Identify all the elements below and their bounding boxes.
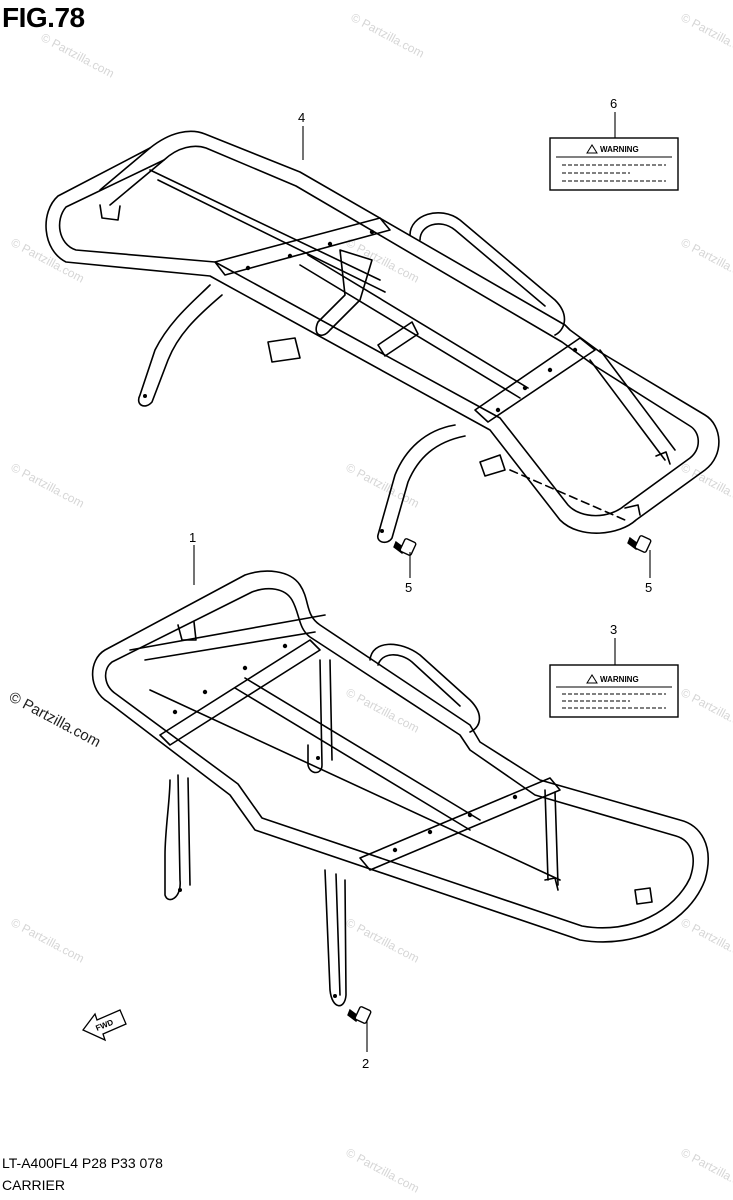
callout-part-5-left[interactable]: 5 bbox=[405, 580, 412, 595]
callout-part-2[interactable]: 2 bbox=[362, 1056, 369, 1071]
watermark: © Partzilla.com bbox=[679, 235, 733, 285]
watermark: © Partzilla.com bbox=[344, 460, 422, 510]
watermark: © Partzilla.com bbox=[6, 689, 103, 751]
watermark: © Partzilla.com bbox=[679, 10, 733, 60]
footer-model-line: LT-A400FL4 P28 P33 078 bbox=[2, 1155, 163, 1171]
bolt-part-5-right[interactable] bbox=[627, 535, 652, 553]
bolt-part-5-left[interactable] bbox=[393, 538, 417, 556]
watermark: © Partzilla.com bbox=[679, 460, 733, 510]
callout-part-5-right[interactable]: 5 bbox=[645, 580, 652, 595]
bolt-part-2[interactable] bbox=[347, 1006, 372, 1024]
watermark: © Partzilla.com bbox=[349, 10, 427, 60]
warning-label-text: WARNING bbox=[600, 675, 639, 684]
watermark: © Partzilla.com bbox=[679, 915, 733, 965]
callout-part-6[interactable]: 6 bbox=[610, 96, 617, 111]
watermark: © Partzilla.com bbox=[679, 1145, 733, 1195]
watermark: © Partzilla.com bbox=[679, 685, 733, 735]
callout-part-1[interactable]: 1 bbox=[189, 530, 196, 545]
warning-label-text: WARNING bbox=[600, 145, 639, 154]
watermark: © Partzilla.com bbox=[39, 30, 117, 80]
warning-label-part-6[interactable]: WARNING bbox=[549, 137, 679, 191]
fig-title: FIG.78 bbox=[2, 2, 85, 33]
front-carrier-part-1[interactable] bbox=[91, 570, 709, 1007]
carrier-4-bolt-holes bbox=[143, 229, 578, 533]
watermark: © Partzilla.com bbox=[9, 915, 87, 965]
carrier-1-bolt-holes bbox=[172, 643, 518, 998]
fwd-arrow-icon: FWD bbox=[81, 1009, 127, 1042]
rear-carrier-part-4[interactable] bbox=[45, 130, 720, 544]
watermark: © Partzilla.com bbox=[9, 235, 87, 285]
watermark: © Partzilla.com bbox=[9, 460, 87, 510]
watermark: © Partzilla.com bbox=[344, 685, 422, 735]
warning-label-part-3[interactable]: WARNING bbox=[549, 664, 679, 718]
callout-part-4[interactable]: 4 bbox=[298, 110, 305, 125]
callout-part-3[interactable]: 3 bbox=[610, 622, 617, 637]
leader-lines bbox=[193, 112, 651, 1052]
watermark: © Partzilla.com bbox=[344, 1145, 422, 1195]
footer-part-name: CARRIER bbox=[2, 1177, 66, 1193]
watermark: © Partzilla.com bbox=[344, 915, 422, 965]
